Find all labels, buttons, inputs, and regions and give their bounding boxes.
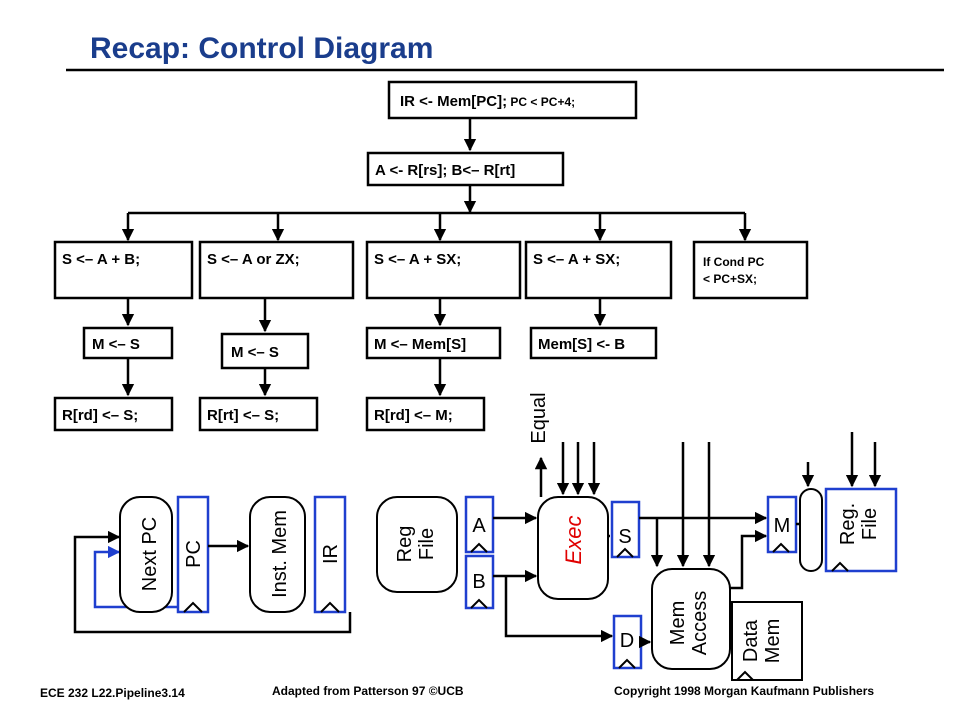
- decode-state-box: [366, 151, 565, 187]
- s-register: [610, 500, 641, 559]
- pc-register: [176, 495, 210, 614]
- wb-state-label-2: R[rt] <– S;: [207, 407, 279, 424]
- exec-state-label-2: S <– A or ZX;: [207, 251, 300, 268]
- data-mem-label: DataMem: [740, 619, 784, 663]
- wb-state-box-2: [198, 396, 319, 432]
- a-clock-mark: [470, 542, 488, 553]
- writeback-mux: [799, 488, 823, 572]
- inst-mem-label: Inst. Mem: [269, 510, 291, 598]
- next-pc-block: [119, 496, 173, 613]
- wb-state-label-1: R[rd] <– S;: [62, 407, 138, 424]
- exec-block: [537, 496, 609, 600]
- pc-clock-mark: [183, 601, 203, 613]
- m-label: M: [774, 515, 791, 537]
- d-clock-mark: [618, 658, 636, 669]
- wb-state-box-3: [365, 396, 486, 432]
- exec-state-label-3: S <– A + SX;: [374, 251, 461, 268]
- footer-copyright: Copyright 1998 Morgan Kaufmann Publisher…: [614, 684, 874, 698]
- mem-state-label-2: M <– S: [231, 344, 279, 361]
- fetch-state-label: IR <- Mem[PC]; PC < PC+4;: [400, 93, 575, 110]
- branch-state-label: If Cond PC< PC+SX;: [703, 255, 765, 286]
- mem-state-label-3: M <– Mem[S]: [374, 336, 466, 353]
- pc-label: PC: [183, 540, 205, 568]
- mem-state-box-3: [365, 326, 502, 360]
- inst-mem-block: [249, 496, 306, 613]
- reg-file-block: [376, 496, 458, 593]
- wb-state-box-1: [53, 396, 174, 432]
- m-register: [766, 495, 798, 554]
- mem-access-block: [651, 568, 731, 670]
- a-register: [464, 495, 495, 554]
- mem-state-box-4: [529, 326, 658, 360]
- s-label: S: [618, 526, 631, 548]
- exec-state-label-1: S <– A + B;: [62, 251, 140, 268]
- exec-state-box-4: [524, 240, 673, 300]
- b-register: [464, 554, 495, 610]
- mem-state-label-1: M <– S: [92, 336, 140, 353]
- d-label: D: [620, 630, 634, 652]
- ir-register: [313, 495, 347, 614]
- s-clock-mark: [616, 547, 634, 558]
- footer-course: ECE 232 L22.Pipeline3.14: [40, 686, 185, 700]
- reg-file-out-register: [824, 487, 898, 573]
- next-pc-label: Next PC: [139, 517, 161, 591]
- exec-label: Exec: [561, 516, 586, 565]
- d-register: [612, 614, 643, 670]
- mem-state-box-2: [220, 332, 310, 370]
- reg-file-out-label: Reg.File: [837, 503, 881, 545]
- b-label: B: [472, 571, 485, 593]
- exec-state-box-2: [198, 240, 355, 300]
- mem-state-label-4: Mem[S] <- B: [538, 336, 625, 353]
- reg-file-out-clock-mark: [831, 561, 849, 572]
- a-label: A: [472, 515, 486, 537]
- ir-to-nextpc-wire: [73, 530, 352, 634]
- branch-state-box: [692, 240, 809, 300]
- mem-access-label: MemAccess: [667, 591, 711, 655]
- ir-label: IR: [320, 544, 342, 564]
- exec-state-label-4: S <– A + SX;: [533, 251, 620, 268]
- exec-state-box-3: [365, 240, 522, 300]
- exec-state-box-1: [53, 240, 194, 300]
- reg-file-label: RegFile: [394, 526, 438, 563]
- wb-state-label-3: R[rd] <– M;: [374, 407, 453, 424]
- memaccess-to-m-wire: [730, 529, 768, 590]
- ir-clock-mark: [320, 601, 340, 613]
- fetch-state-box: [387, 80, 638, 120]
- footer-attribution: Adapted from Patterson 97 ©UCB: [272, 684, 464, 698]
- m-clock-mark: [772, 542, 790, 553]
- decode-state-label: A <- R[rs]; B<– R[rt]: [375, 162, 515, 179]
- data-mem-clock-mark: [736, 670, 754, 681]
- slide-title: Recap: Control Diagram: [90, 32, 433, 65]
- equal-label: Equal: [528, 392, 550, 443]
- data-mem-block: [731, 601, 803, 681]
- b-to-d-wire: [504, 576, 614, 643]
- b-clock-mark: [470, 598, 488, 609]
